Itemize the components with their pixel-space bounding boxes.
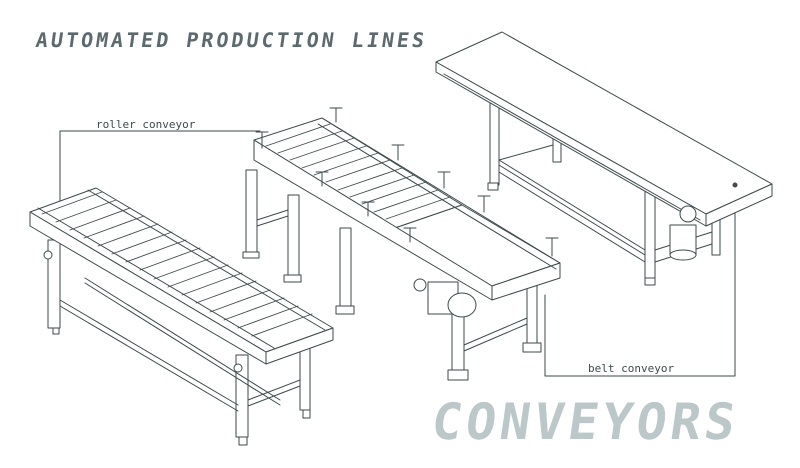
belt-callout-leader: [544, 184, 736, 377]
belt-motor: [669, 205, 697, 261]
roller-conveyor-left: [29, 187, 334, 446]
roller-callout-leader: [59, 130, 261, 204]
roller-conveyor-center: [242, 107, 561, 381]
belt-conveyor: [435, 31, 773, 286]
center-rollers: [265, 123, 451, 220]
roller-left-rollers: [41, 191, 313, 337]
roller-conveyor-label: roller conveyor: [96, 118, 196, 131]
center-guide-posts: [255, 107, 559, 257]
center-legs: [242, 169, 542, 381]
conveyors-heading: CONVEYORS: [427, 393, 744, 451]
center-motor: [413, 278, 477, 318]
belt-conveyor-label: belt conveyor: [588, 362, 675, 375]
